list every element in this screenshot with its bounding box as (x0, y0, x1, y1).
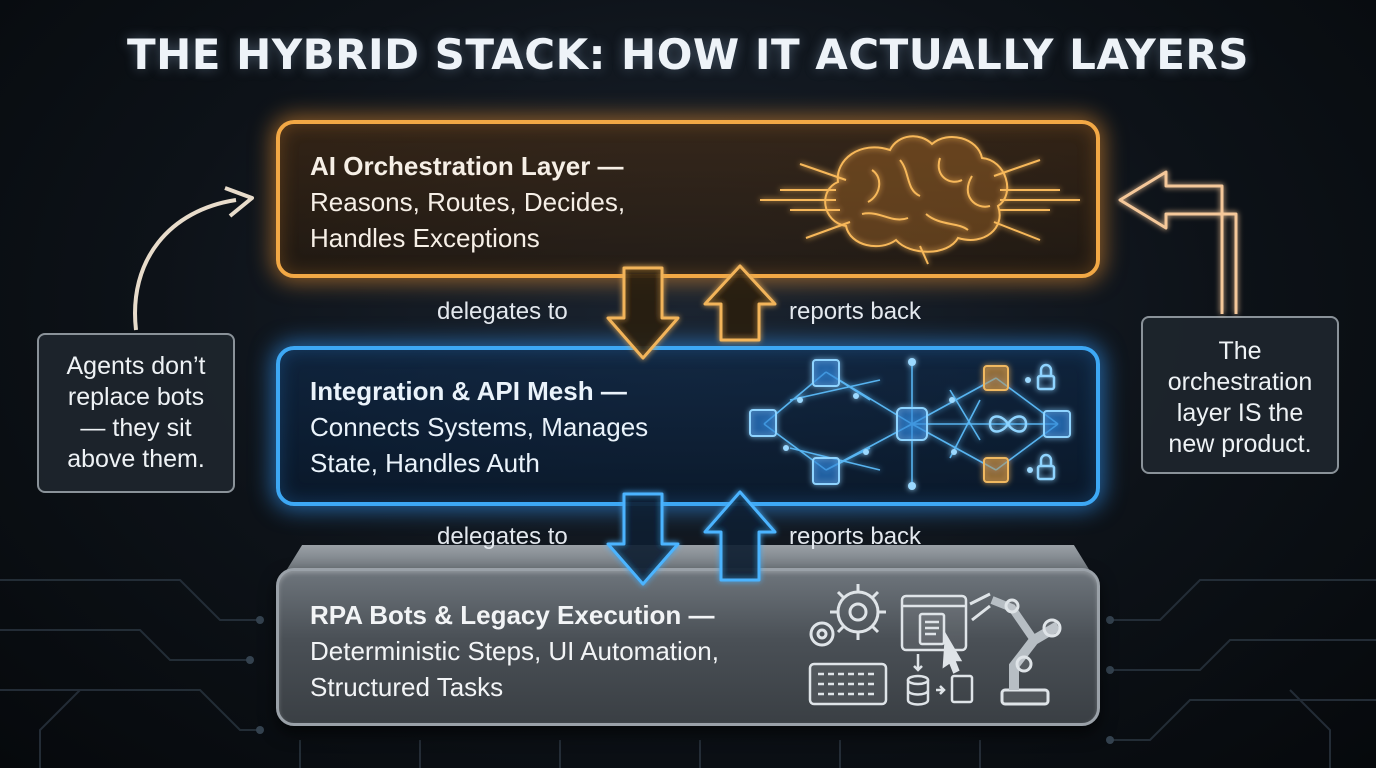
delegates-down-arrow-upper (606, 266, 680, 360)
rpa-layer-line2: Deterministic Steps, UI Automation, (310, 636, 719, 666)
gear-icon (809, 584, 886, 647)
circuit-board-background (0, 579, 1376, 768)
ai-layer-heading: AI Orchestration Layer — (310, 151, 624, 181)
ai-layer-line2: Reasons, Routes, Decides, (310, 187, 626, 217)
right-callout-line: new product. (1168, 430, 1312, 458)
right-callout-arrow (1118, 170, 1238, 314)
database-icon (906, 654, 974, 706)
left-callout-arrow (133, 186, 254, 331)
left-callout-line: replace bots (67, 383, 205, 411)
rpa-slab-top (286, 545, 1090, 571)
reports-up-arrow-lower (703, 490, 777, 582)
left-callout-line: above them. (67, 445, 205, 473)
api-layer-text: Integration & API Mesh — Connects System… (310, 373, 648, 481)
upper-reports-label: reports back (789, 298, 922, 325)
keyboard-icon (808, 662, 888, 706)
right-callout-line: The (1218, 337, 1262, 365)
api-layer-line3: State, Handles Auth (310, 448, 540, 478)
upper-delegates-label: delegates to (437, 298, 568, 325)
right-callout-line: layer IS the (1176, 399, 1304, 427)
rpa-layer-heading: RPA Bots & Legacy Execution — (310, 600, 715, 630)
integration-api-mesh-layer (276, 346, 1100, 506)
page-title: THE HYBRID STACK: HOW IT ACTUALLY LAYERS (126, 30, 1250, 79)
robot-arm-icon (969, 592, 1062, 706)
rpa-layer-text: RPA Bots & Legacy Execution — Determinis… (310, 597, 719, 705)
rpa-layer-line3: Structured Tasks (310, 672, 504, 702)
network-mesh-icon (749, 358, 1071, 490)
left-callout-line: — they sit (80, 414, 192, 442)
left-callout: Agents don’t replace bots — they sit abo… (37, 333, 235, 493)
right-callout: The orchestration layer IS the new produ… (1141, 316, 1339, 474)
brain-icon (760, 135, 1080, 265)
api-layer-heading: Integration & API Mesh — (310, 376, 627, 406)
ai-layer-text: AI Orchestration Layer — Reasons, Routes… (310, 148, 625, 256)
ai-layer-line3: Handles Exceptions (310, 223, 540, 253)
left-callout-line: Agents don’t (66, 352, 206, 380)
lower-reports-label: reports back (789, 523, 922, 550)
right-callout-line: orchestration (1167, 368, 1313, 396)
delegates-down-arrow-lower (606, 492, 680, 586)
rpa-legacy-execution-layer (276, 568, 1100, 726)
document-window-icon (900, 594, 968, 674)
api-layer-line2: Connects Systems, Manages (310, 412, 649, 442)
reports-up-arrow-upper (703, 264, 777, 342)
lower-delegates-label: delegates to (437, 523, 568, 550)
